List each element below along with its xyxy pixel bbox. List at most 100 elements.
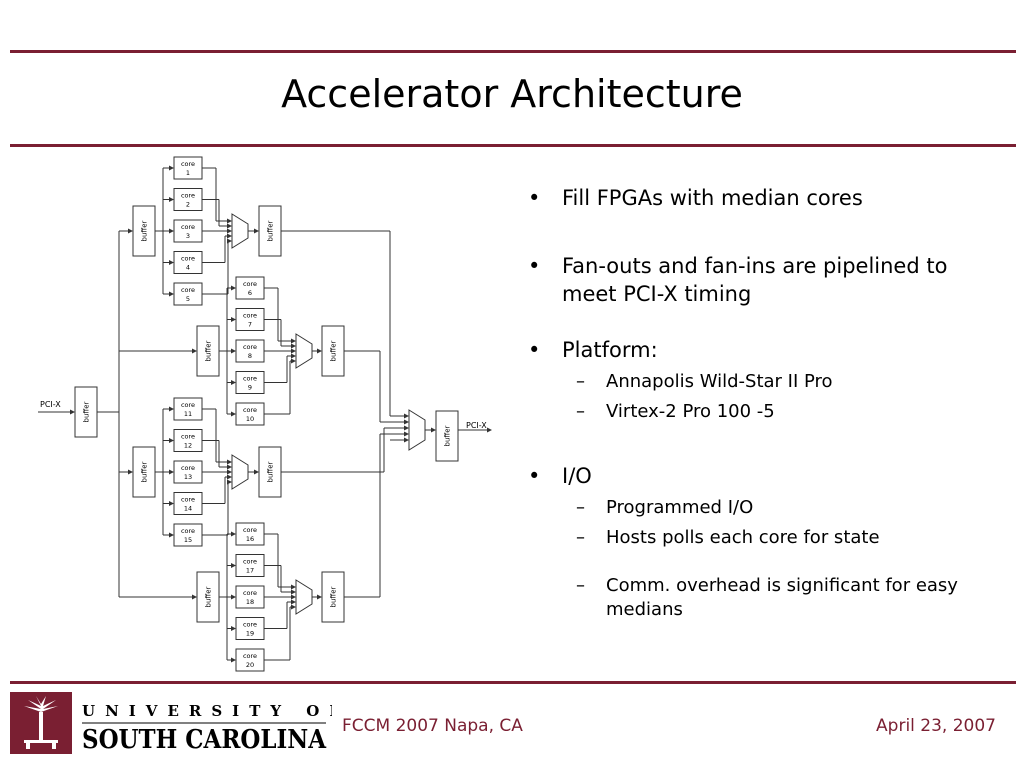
arrow-head: [227, 474, 232, 480]
arrow-head: [231, 380, 236, 385]
core-number: 19: [246, 630, 254, 638]
arrow-head: [291, 584, 296, 590]
buffer-label: buffer: [205, 586, 213, 607]
sub-bullet-item: – Hosts polls each core for state: [520, 526, 1000, 550]
core-number: 15: [184, 536, 192, 544]
core-number: 12: [184, 442, 192, 450]
date-label: April 23, 2007: [876, 716, 996, 736]
core-label: core: [243, 312, 257, 320]
arrow-head: [291, 353, 296, 359]
arrow-head: [169, 469, 174, 475]
bullet-item: • Platform:: [520, 336, 1000, 364]
core-label: core: [243, 652, 257, 660]
arrow-head: [169, 165, 174, 171]
arrow-head: [169, 228, 174, 234]
sub-bullet-item: – Comm. overhead is significant for easy…: [520, 574, 986, 622]
core-number: 10: [246, 415, 254, 423]
core-number: 13: [184, 473, 192, 481]
sub-bullet-dash: –: [576, 575, 585, 596]
sub-bullet-dash: –: [576, 497, 585, 518]
core-label: core: [243, 375, 257, 383]
core-label: core: [243, 621, 257, 629]
arrow-head: [291, 358, 296, 364]
architecture-diagram: buffercore1core2core3core4core5bufferbuf…: [38, 156, 492, 672]
core-number: 14: [184, 505, 192, 513]
arrow-head: [169, 438, 174, 443]
arrow-head: [254, 469, 259, 475]
arrow-head: [231, 531, 236, 537]
core-number: 1: [186, 169, 190, 177]
bullet-dot: •: [528, 464, 541, 488]
buffer-label: buffer: [83, 401, 91, 422]
buffer-label: buffer: [205, 340, 213, 361]
multiplexer: [231, 454, 249, 490]
arrow-head: [317, 348, 322, 354]
buffer-label: buffer: [330, 340, 338, 361]
buffer-label: buffer: [444, 425, 452, 446]
sub-bullet-dash: –: [576, 401, 585, 422]
conference-label: FCCM 2007 Napa, CA: [342, 716, 523, 736]
university-line-1: UNIVERSITY OF: [82, 702, 332, 720]
bullet-text: Platform:: [562, 338, 658, 362]
core-label: core: [243, 589, 257, 597]
arrow-head: [227, 479, 232, 485]
arrow-head: [487, 427, 492, 433]
core-number: 2: [186, 201, 190, 209]
arrow-head: [317, 594, 322, 600]
arrow-head: [128, 228, 133, 234]
bullet-dot: •: [528, 186, 541, 210]
arrow-head: [404, 431, 409, 437]
arrow-head: [70, 409, 75, 415]
palmetto-tree-icon: [24, 696, 58, 749]
arrow-head: [192, 348, 197, 354]
multiplexer: [408, 409, 426, 451]
arrow-head: [227, 459, 232, 465]
top-rule: [10, 50, 1016, 53]
core-label: core: [181, 496, 195, 504]
arrow-head: [169, 291, 174, 297]
arrow-head: [231, 285, 236, 291]
core-label: core: [243, 406, 257, 414]
arrow-head: [404, 413, 409, 419]
core-number: 17: [246, 567, 254, 575]
arrow-head: [227, 469, 232, 475]
arrow-head: [431, 427, 436, 433]
core-number: 6: [248, 289, 252, 297]
arrow-head: [291, 589, 296, 595]
arrow-head: [231, 348, 236, 354]
sub-bullet-item: – Annapolis Wild-Star II Pro: [520, 370, 1000, 394]
core-number: 20: [246, 661, 254, 669]
buffer-label: buffer: [330, 586, 338, 607]
buffer-label: buffer: [267, 220, 275, 241]
arrow-head: [227, 464, 232, 470]
arrow-head: [231, 594, 236, 600]
multiplexer: [231, 213, 249, 249]
bullet-text: I/O: [562, 464, 592, 488]
arrow-head: [227, 233, 232, 239]
sub-bullet-text: Programmed I/O: [606, 497, 754, 518]
core-number: 9: [248, 384, 252, 392]
arrow-head: [227, 223, 232, 229]
arrow-head: [291, 594, 296, 600]
sub-bullet-text: Annapolis Wild-Star II Pro: [606, 371, 833, 392]
arrow-head: [169, 406, 174, 412]
sub-bullet-dash: –: [576, 371, 585, 392]
arrow-head: [291, 599, 296, 605]
arrow-head: [169, 197, 174, 202]
university-line-2: SOUTH CAROLINA: [82, 725, 327, 755]
buffer-label: buffer: [141, 220, 149, 241]
core-label: core: [181, 401, 195, 409]
bullet-text: Fill FPGAs with median cores: [562, 186, 863, 210]
arrow-head: [227, 218, 232, 224]
core-number: 5: [186, 295, 190, 303]
arrow-head: [231, 317, 236, 322]
core-number: 16: [246, 535, 254, 543]
core-label: core: [243, 558, 257, 566]
bullet-dot: •: [528, 254, 541, 278]
multiplexer: [295, 333, 313, 369]
core-number: 18: [246, 598, 254, 606]
arrow-head: [404, 425, 409, 431]
bullet-text: Fan-outs and fan-ins are pipelined to me…: [562, 254, 948, 306]
core-label: core: [181, 192, 195, 200]
sub-bullet-text: Hosts polls each core for state: [606, 527, 880, 548]
